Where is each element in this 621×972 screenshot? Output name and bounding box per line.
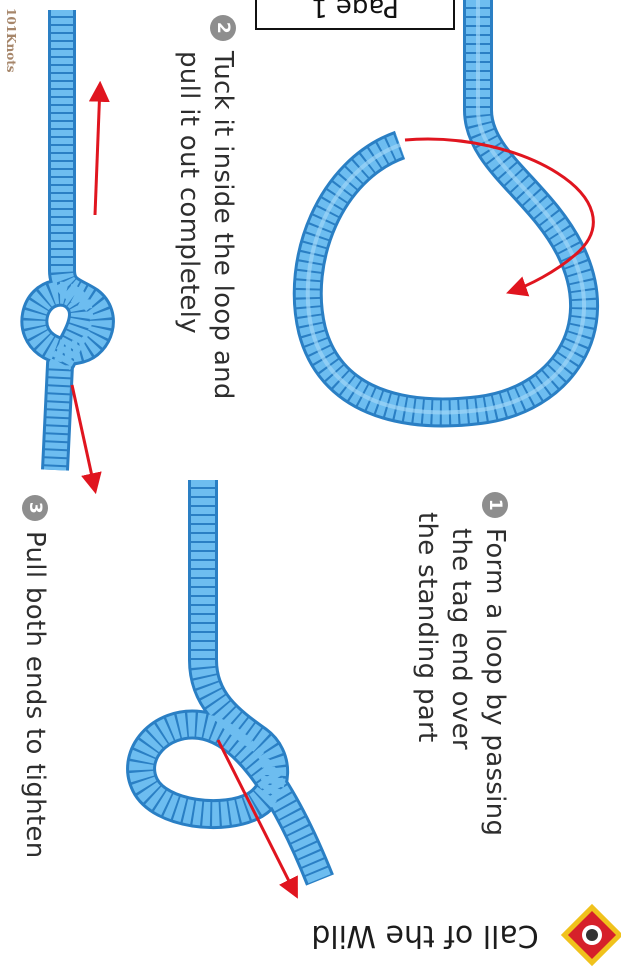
step2-text: 2Tuck it inside the loop and pull it out… — [172, 15, 240, 400]
step1-badge: 1 — [482, 492, 508, 518]
step1-rope — [308, 0, 584, 412]
step3-rope — [141, 480, 320, 880]
step3-line1: Pull both ends to tighten — [20, 531, 50, 859]
step2-arrow-up — [95, 85, 100, 215]
brand-logo: 101Knots — [4, 8, 18, 73]
step1-line1: Form a loop by passing — [480, 528, 510, 836]
step2-line2: pull it out completely — [172, 15, 206, 400]
step2-rope — [34, 10, 101, 470]
step2-line1: Tuck it inside the loop and — [208, 51, 238, 400]
step1-line2: the tag end over — [444, 492, 478, 836]
step1-text: 1Form a loop by passing the tag end over… — [410, 492, 512, 836]
step1-line3: the standing part — [410, 492, 444, 836]
step2-badge: 2 — [210, 15, 236, 41]
step2-arrow-down — [72, 385, 95, 490]
step3-badge: 3 — [22, 495, 48, 521]
step3-text: 3Pull both ends to tighten — [18, 495, 52, 859]
wolf-badge-icon — [561, 904, 621, 966]
page-title: Call of the Wild — [290, 918, 560, 953]
